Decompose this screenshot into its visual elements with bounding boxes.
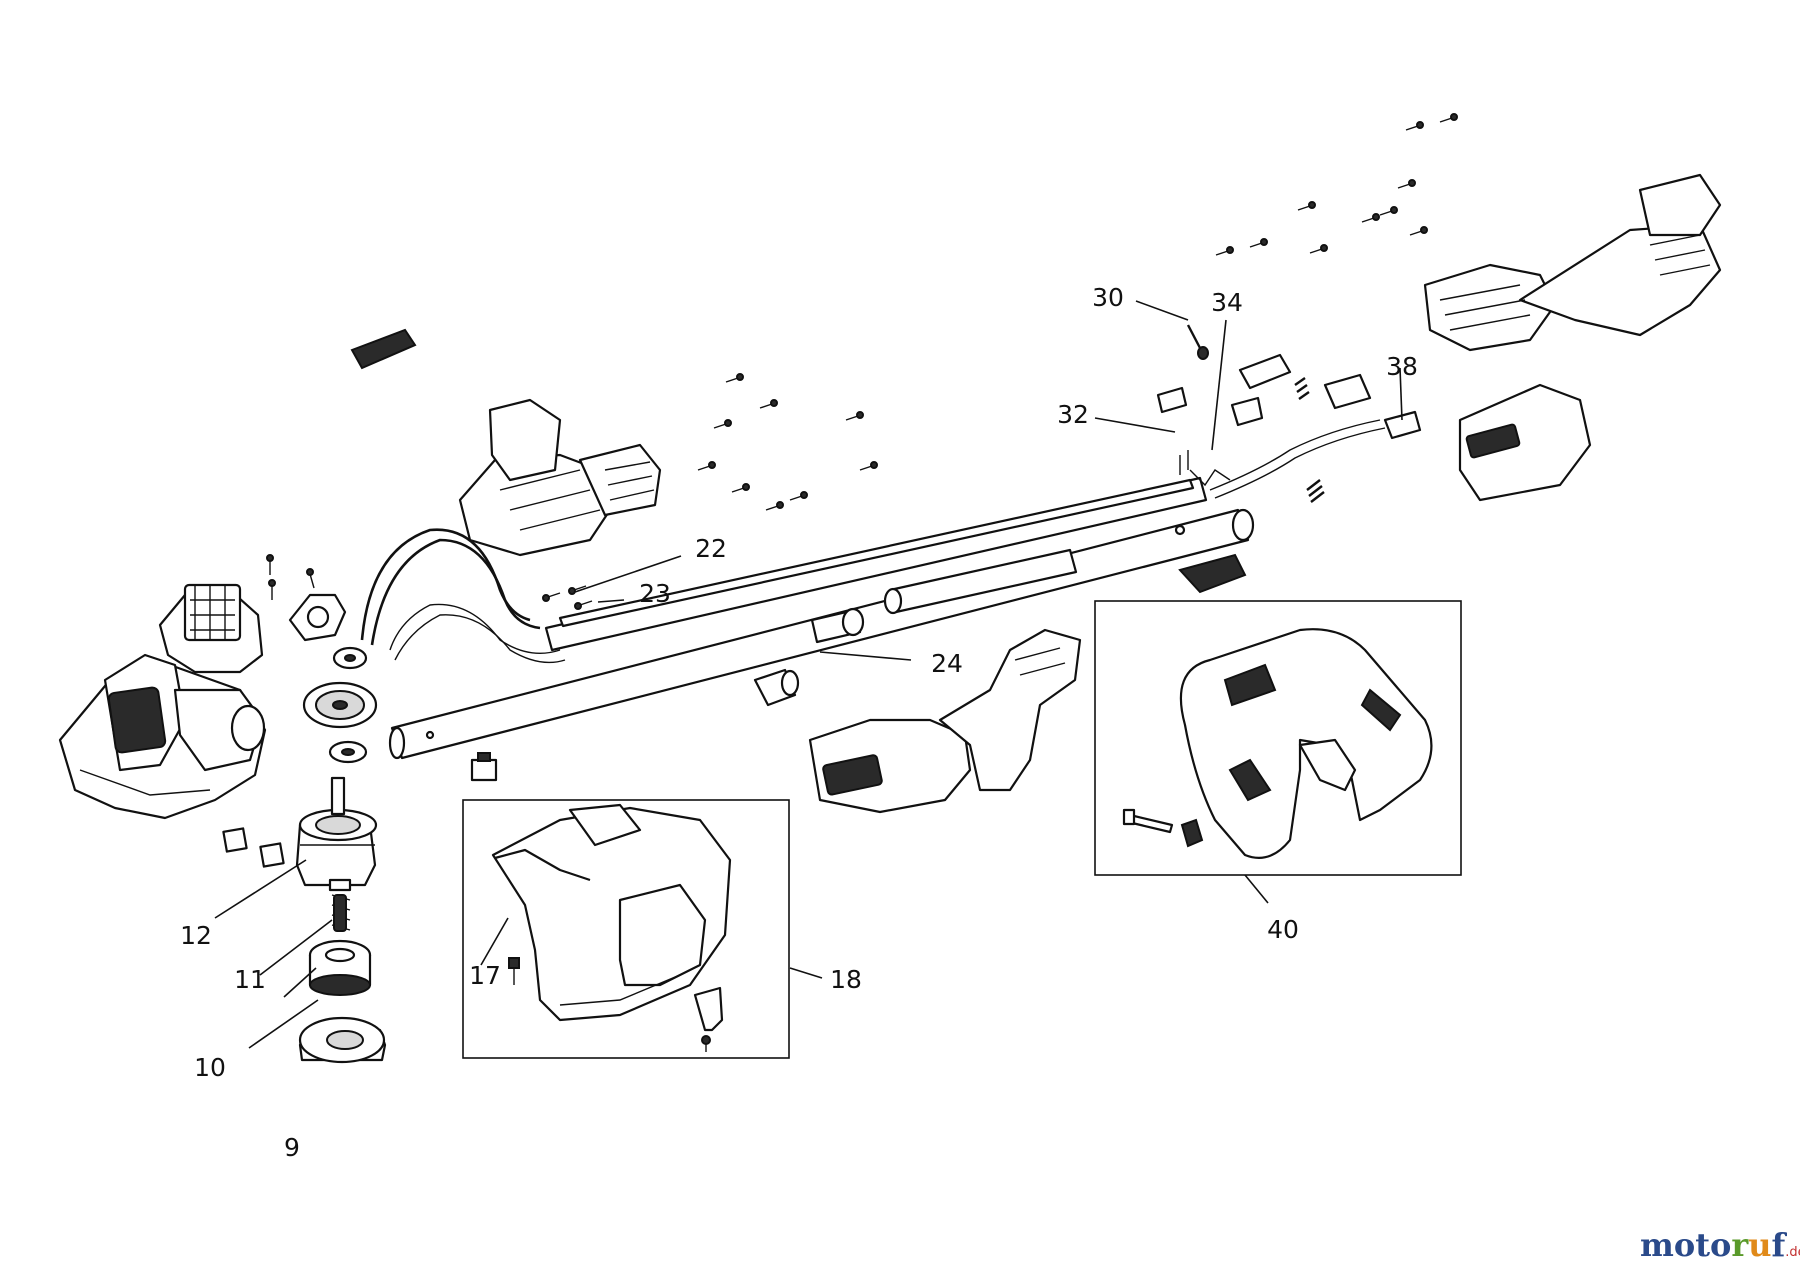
label-10: 10: [194, 1053, 226, 1082]
label-22: 22: [695, 534, 727, 563]
guard-detail-frame: [462, 799, 790, 1059]
shaft-clip: [470, 752, 498, 782]
label-23: 23: [639, 579, 671, 608]
label-38: 38: [1386, 352, 1418, 381]
leader-lines: [214, 300, 1403, 1049]
bearing-bottom: [328, 740, 368, 764]
switch-wires: [1179, 419, 1386, 499]
motor: [158, 583, 264, 674]
watermark-suffix: .de: [1785, 1245, 1800, 1260]
upper-shaft-tube: [544, 476, 1208, 652]
label-17: 17: [469, 961, 501, 990]
bumper-pad: [350, 328, 417, 370]
bearing-top: [332, 646, 368, 670]
loop-handle: [1179, 628, 1433, 859]
motor-bracket: [288, 593, 347, 642]
spring-30: [1186, 324, 1209, 360]
switch-parts: [1156, 353, 1422, 503]
label-34: 34: [1211, 288, 1243, 317]
battery-pack: [1458, 383, 1592, 502]
upper-handle-housing: [1423, 173, 1722, 352]
watermark-r: r: [1731, 1226, 1749, 1264]
label-40: 40: [1267, 915, 1299, 944]
housing-screws-center: [697, 373, 878, 511]
part-labels: 9 10 11 12 17 18 22 23 24 30 32 34 38 40: [180, 283, 1418, 1162]
small-screws-left: [266, 554, 315, 600]
lower-housing-half: [458, 398, 662, 557]
spring-11: [328, 878, 352, 932]
inner-tube-24: [810, 607, 865, 644]
label-32: 32: [1057, 400, 1089, 429]
label-11: 11: [234, 965, 266, 994]
eyelets: [222, 827, 285, 868]
spool-cover-9: [298, 1016, 387, 1064]
watermark-f: f: [1771, 1226, 1787, 1264]
screws-22-23: [542, 585, 593, 610]
tube-collar: [753, 668, 800, 707]
svg-text:motoruf.de: motoruf.de: [1640, 1226, 1800, 1264]
drive-gear: [302, 681, 378, 729]
grip-pad: [1178, 553, 1247, 594]
motoruf-watermark-logo: motoruf.de: [1640, 1226, 1800, 1264]
wire-harness-lower: [360, 528, 566, 664]
label-9: 9: [284, 1133, 300, 1162]
housing-screws-top: [1215, 113, 1458, 256]
handle-bolt-nut: [1122, 808, 1204, 848]
spool-housing-12: [295, 776, 378, 887]
watermark-u: u: [1748, 1226, 1771, 1264]
gearhead-housing: [58, 653, 267, 820]
trimmer-guard: [491, 803, 732, 1022]
line-cutter-blade: [693, 986, 724, 1052]
label-24: 24: [931, 649, 963, 678]
watermark-moto: moto: [1640, 1226, 1731, 1264]
rear-handle-housing: [808, 628, 1082, 814]
line-spool-10: [308, 939, 372, 996]
handle-detail-frame: [1094, 600, 1462, 876]
label-30: 30: [1092, 283, 1124, 312]
label-12: 12: [180, 921, 212, 950]
shaft-sleeve: [883, 548, 1078, 615]
label-18: 18: [830, 965, 862, 994]
guard-screw-17: [508, 957, 520, 985]
